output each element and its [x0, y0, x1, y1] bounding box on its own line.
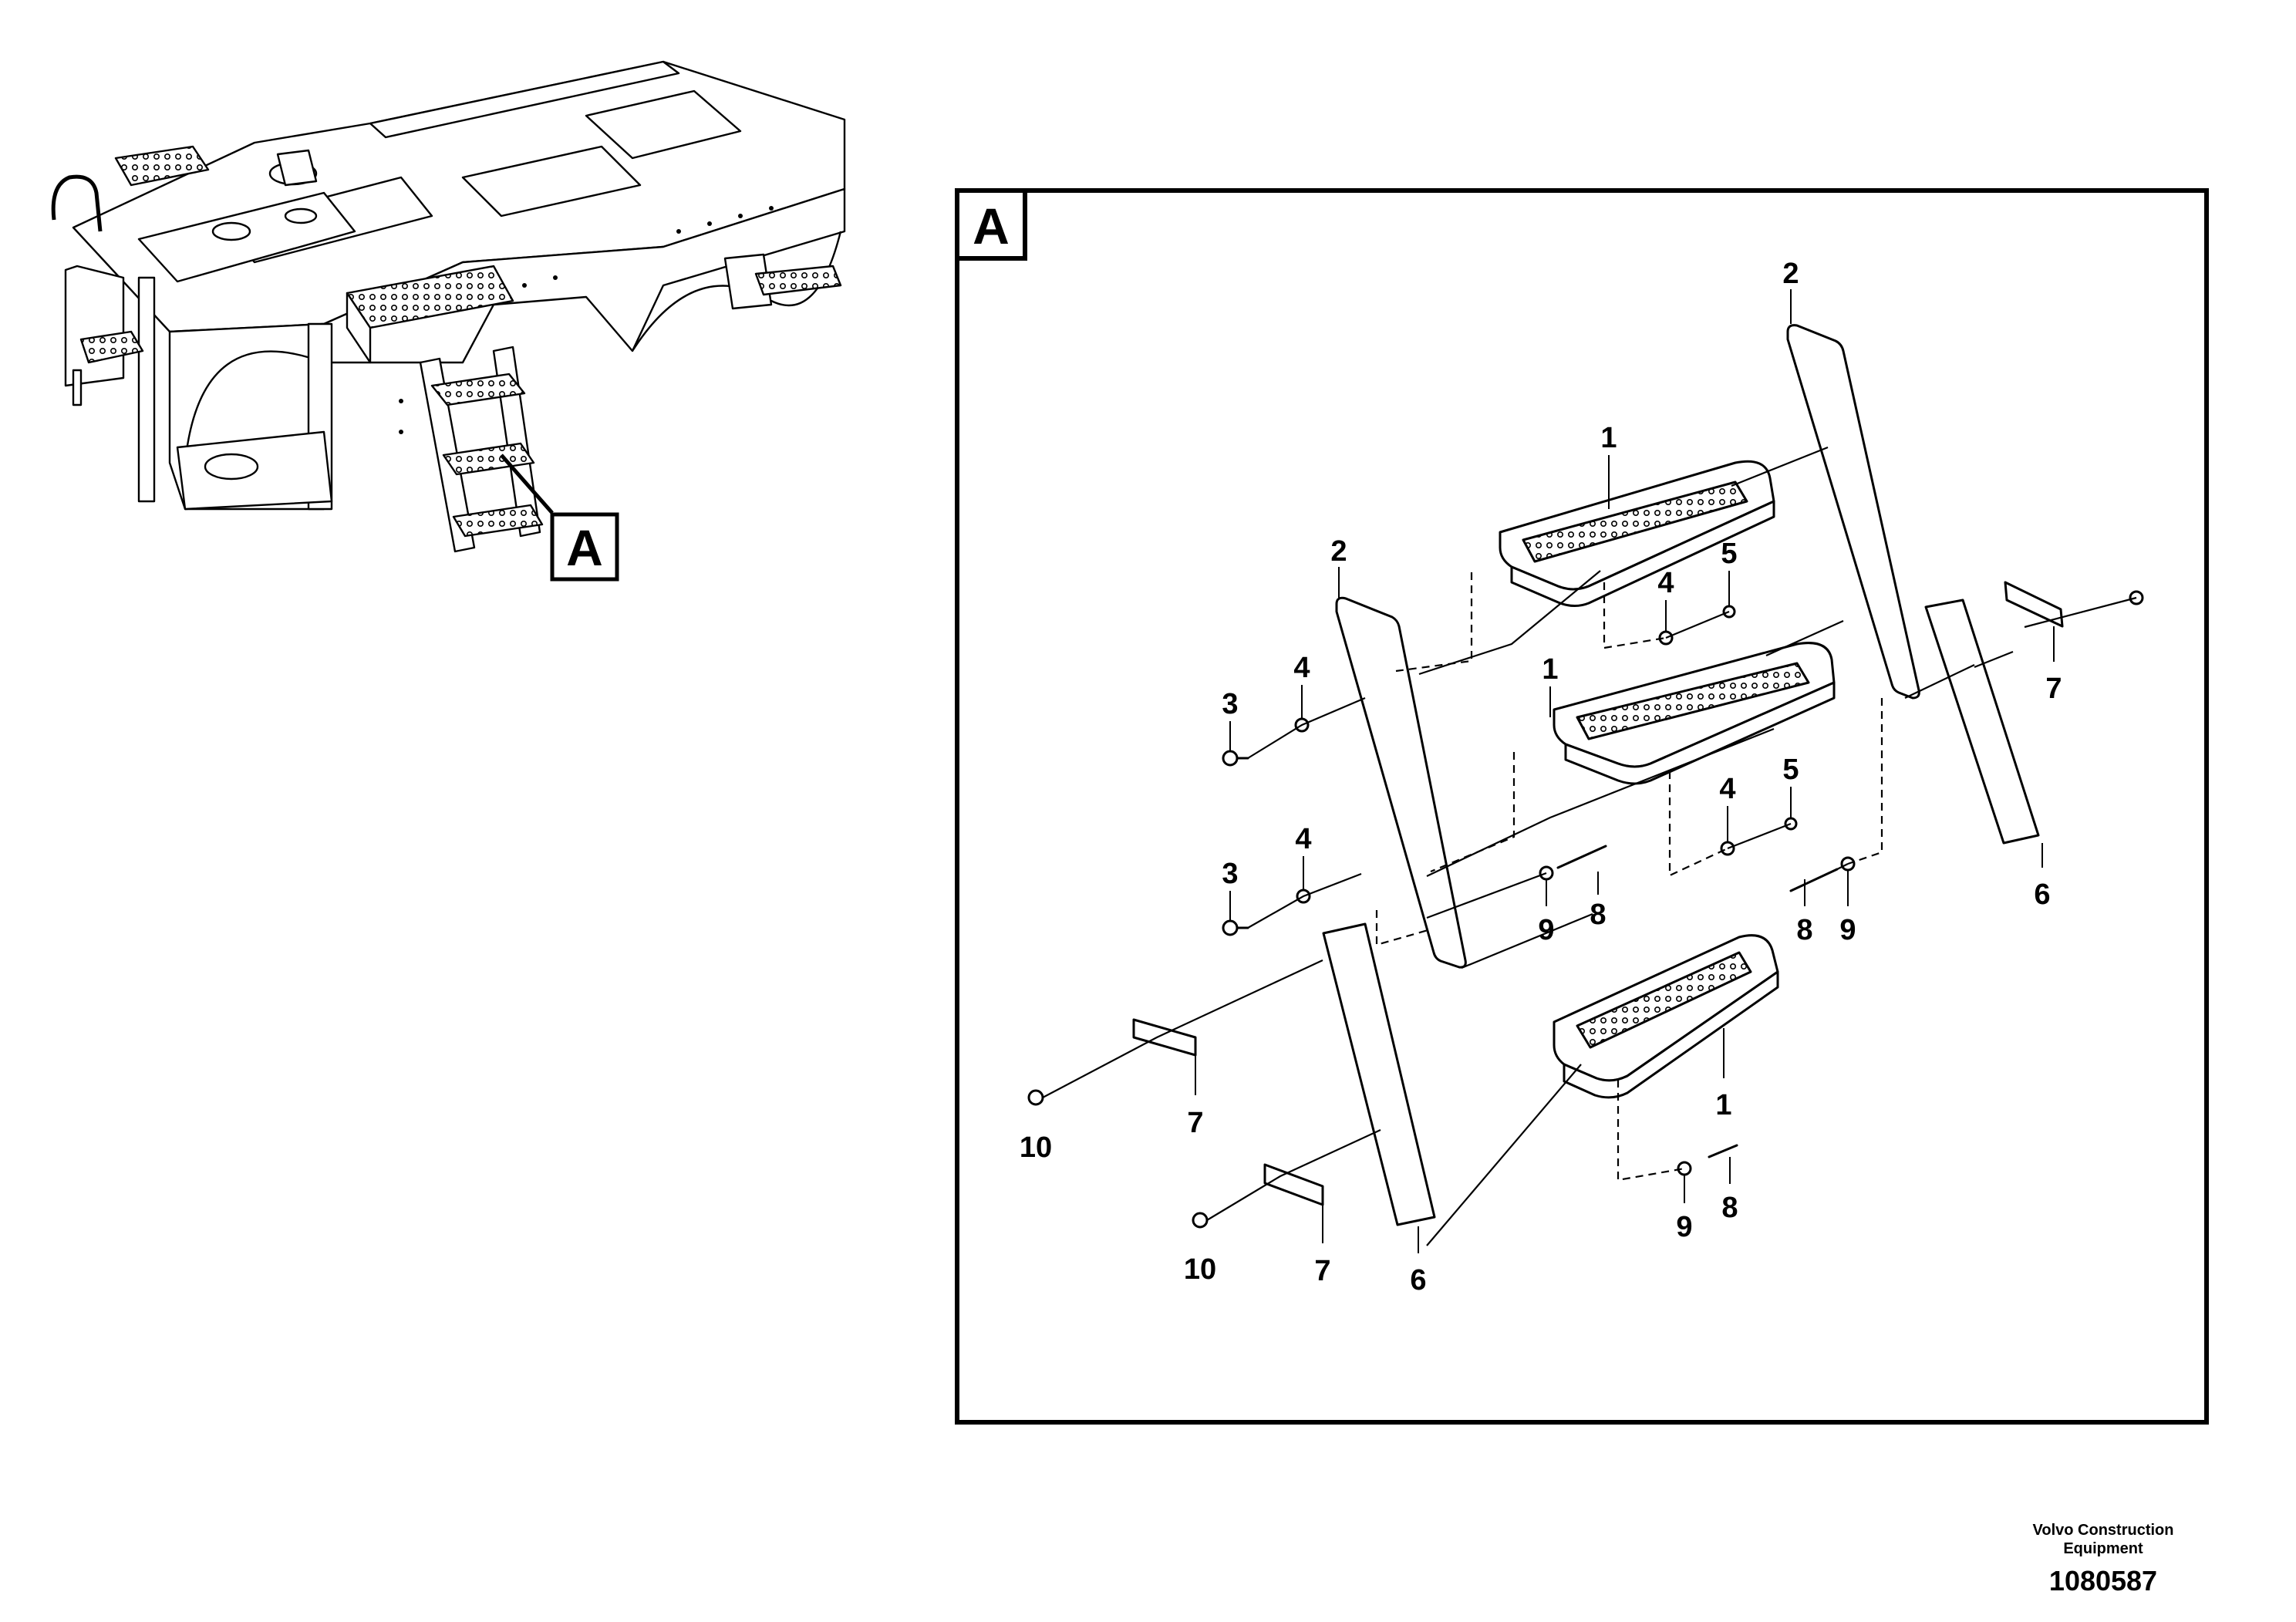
detail-frame	[955, 188, 2209, 1425]
detail-frame-letter: A	[973, 197, 1010, 255]
nut-10b-part	[1192, 1212, 1209, 1229]
credit-line-2: Equipment	[2063, 1540, 2143, 1557]
label-plate-left: 2	[1330, 535, 1347, 568]
label-washer-4a: 4	[1293, 652, 1310, 684]
label-screw-8c: 8	[1721, 1192, 1738, 1224]
mounting-plate-right	[1786, 324, 1920, 700]
overview-callout-box: A	[550, 512, 619, 582]
screw-8c-part	[1708, 1144, 1738, 1158]
label-nut-10a: 10	[1020, 1131, 1052, 1164]
machine-frame-overview	[51, 60, 846, 553]
label-strip-7-a: 7	[1187, 1107, 1203, 1139]
label-washer-9c: 9	[1676, 1211, 1692, 1243]
label-bolt-3b: 3	[1222, 858, 1238, 890]
part-labels: 1 1 1 2 2 3 3 4 4 4 4 5 5 6 6 7 7 7 8 8 …	[1020, 258, 2062, 1297]
label-nut-5b: 5	[1782, 754, 1799, 786]
label-screw-8b: 8	[1796, 914, 1812, 946]
label-leaders	[1195, 289, 2055, 1253]
label-plate-right: 2	[1782, 258, 1799, 290]
label-washer-4b: 4	[1295, 823, 1311, 855]
strip-7-right-part	[2004, 581, 2064, 628]
drawing-number: 1080587	[2048, 1565, 2158, 1597]
step-lower-part	[1553, 934, 1779, 1099]
label-step-lower: 1	[1715, 1089, 1731, 1121]
label-step-upper: 1	[1600, 422, 1617, 454]
detail-frame-tag: A	[955, 188, 1027, 261]
label-step-middle: 1	[1542, 653, 1558, 686]
screw-8a-part	[1556, 845, 1607, 869]
bolt-3a-part	[1222, 750, 1249, 767]
strip-7-a-part	[1132, 1018, 1197, 1057]
bolt-3b-part	[1222, 919, 1249, 936]
label-washer-9a: 9	[1538, 914, 1554, 946]
label-washer-9b: 9	[1839, 914, 1856, 946]
label-washer-4d: 4	[1719, 773, 1735, 805]
label-bracket-6-left: 6	[1410, 1264, 1426, 1297]
label-screw-8a: 8	[1590, 899, 1606, 931]
label-bolt-3a: 3	[1222, 688, 1238, 720]
callout-leader	[500, 454, 554, 514]
overview-callout-letter: A	[566, 519, 603, 576]
label-nut-5a: 5	[1721, 538, 1737, 570]
step-middle-part	[1553, 642, 1836, 785]
nut-10a-part	[1027, 1089, 1044, 1106]
label-bracket-6-right: 6	[2034, 878, 2050, 911]
bracket-left	[1322, 922, 1436, 1226]
alignment-dashes	[1375, 572, 1883, 1182]
credit-line-1: Volvo Construction	[2032, 1522, 2174, 1539]
step-upper-part	[1499, 460, 1775, 607]
label-nut-10b: 10	[1184, 1253, 1216, 1286]
mounting-plate-left	[1335, 596, 1467, 969]
bracket-right	[1924, 599, 2040, 845]
label-strip-7-b: 7	[1314, 1255, 1330, 1287]
label-strip-7-right: 7	[2045, 673, 2062, 705]
screw-8b-part	[1789, 868, 1839, 892]
label-washer-4c: 4	[1657, 567, 1674, 599]
